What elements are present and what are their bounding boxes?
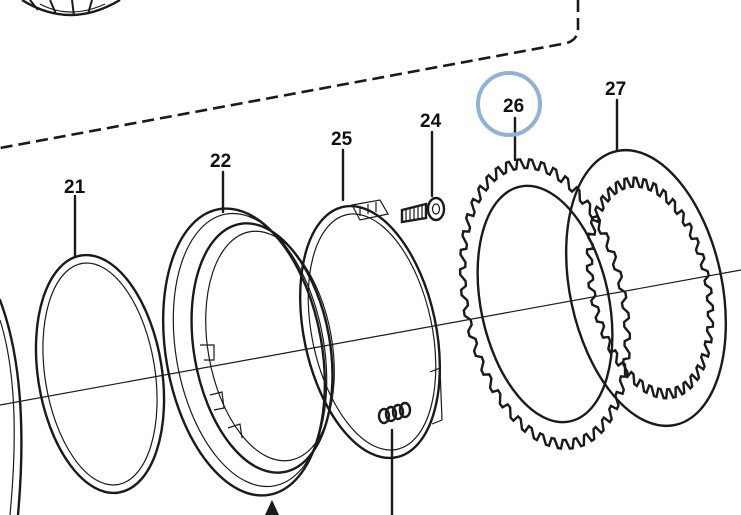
label-21: 21 <box>64 177 86 198</box>
label-26[interactable]: 26 <box>503 96 524 117</box>
inset-dashed-border <box>0 0 580 150</box>
drum-ring-22 <box>161 170 335 515</box>
inset-thumbnail-fragment <box>21 0 121 17</box>
highlight-circle <box>476 71 542 137</box>
friction-plate-26 <box>458 116 632 450</box>
steel-plate-27 <box>564 98 728 428</box>
spring-coils <box>377 401 412 425</box>
label-22: 22 <box>210 151 231 172</box>
snap-ring-25 <box>298 148 443 515</box>
label-24: 24 <box>420 111 442 132</box>
label-25: 25 <box>331 129 353 150</box>
o-ring-21 <box>34 194 166 495</box>
centre-axis-line <box>0 269 741 406</box>
partial-ring-left <box>0 298 23 515</box>
bolt-24 <box>400 130 446 224</box>
label-27: 27 <box>605 79 626 100</box>
